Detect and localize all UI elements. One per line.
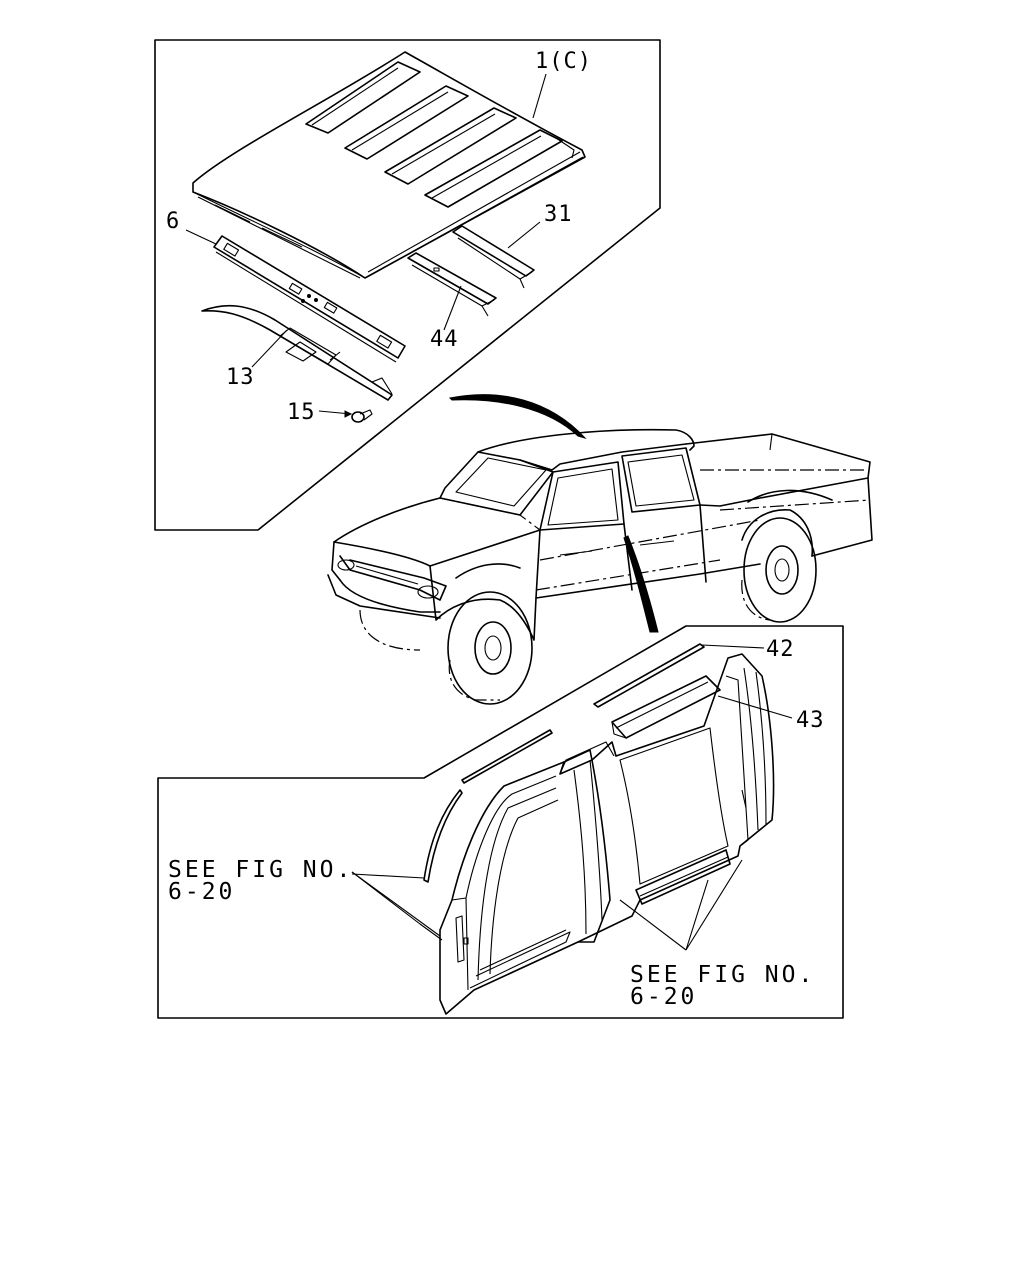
roof-panel-drawing bbox=[192, 51, 586, 279]
reference-left-see: SEE FIG NO. bbox=[168, 857, 353, 883]
callout-roof-bow-center: 44 bbox=[430, 327, 459, 352]
callout-rail-inner: 13 bbox=[226, 365, 255, 390]
side-frame-inset: 42 43 SEE FIG NO. 6-20 SEE FIG NO. 6-20 bbox=[157, 625, 844, 1019]
roof-inset: 1(C) 6 31 44 13 15 bbox=[154, 39, 661, 531]
roof-bow-rear-drawing bbox=[452, 225, 535, 289]
clip-drawing bbox=[351, 409, 373, 423]
side-pointer-arrow bbox=[623, 535, 659, 633]
side-frame-inset-frame bbox=[157, 625, 844, 1019]
reference-right-see: SEE FIG NO. bbox=[630, 962, 815, 988]
callout-clip: 15 bbox=[287, 400, 316, 425]
callout-roof-bow-rear: 31 bbox=[544, 202, 573, 227]
callout-roof-panel: 1(C) bbox=[535, 49, 592, 74]
roof-inset-frame bbox=[154, 39, 661, 531]
front-header-drawing bbox=[213, 235, 406, 363]
callout-door-frame-molding: 43 bbox=[796, 708, 825, 733]
callout-drip-molding: 42 bbox=[766, 637, 795, 662]
roof-bow-center-drawing bbox=[407, 252, 497, 317]
truck-drawing bbox=[327, 428, 873, 705]
callout-front-header: 6 bbox=[166, 209, 180, 234]
reference-right-fig: 6-20 bbox=[630, 984, 697, 1010]
reference-left-fig: 6-20 bbox=[168, 879, 235, 905]
roof-pointer-arrow bbox=[448, 394, 587, 439]
